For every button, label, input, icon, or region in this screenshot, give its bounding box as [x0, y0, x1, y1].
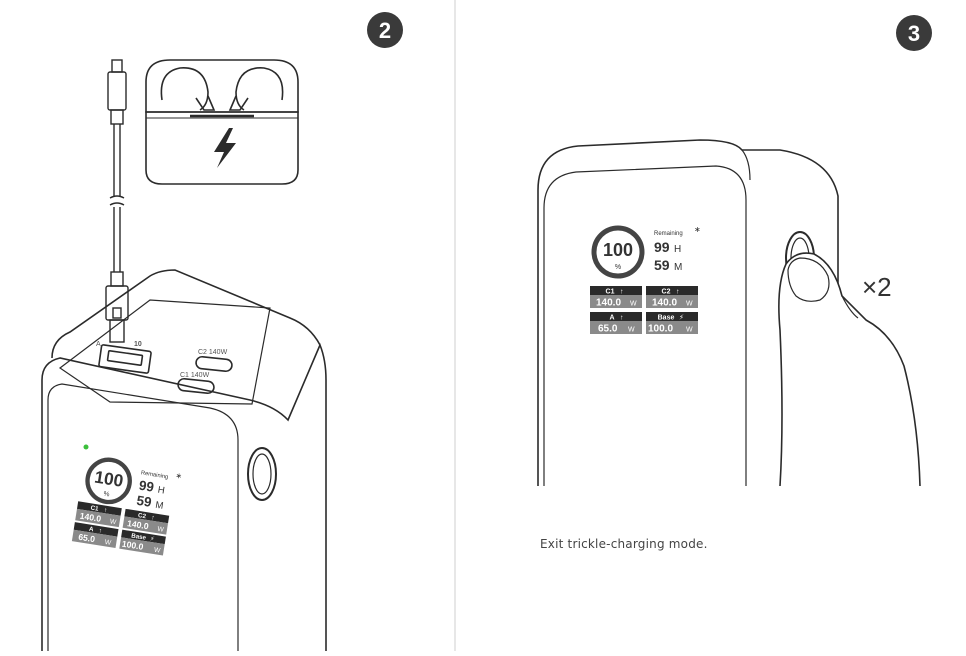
power-bank-step2 [41, 269, 327, 651]
svg-text:C2: C2 [662, 289, 671, 296]
svg-text:100.0: 100.0 [121, 539, 144, 552]
port-tile-c1: C1 ↑ 140.0 W [75, 501, 122, 528]
svg-text:↑: ↑ [620, 289, 624, 296]
svg-text:Base: Base [658, 315, 675, 322]
svg-text:W: W [153, 547, 161, 555]
svg-text:↑: ↑ [98, 527, 102, 534]
svg-text:C2 140W: C2 140W [198, 349, 228, 356]
press-count-label: ×2 [862, 272, 892, 302]
svg-text:H: H [157, 485, 166, 497]
svg-text:C2: C2 [137, 512, 146, 520]
step-3-panel: 3 ×2 100 % Remaining ∗ 99 H 59 M [537, 15, 932, 487]
port-tile-a: A ↑ 65.0 W [590, 312, 642, 335]
thumb-press [778, 252, 921, 487]
port-tile-c2: C2 ↑ 140.0 W [122, 508, 170, 535]
port-tile-base: Base ⚡ 100.0 W [119, 529, 166, 556]
port-tile-c2: C2 ↑ 140.0 W [646, 286, 698, 309]
svg-text:↑: ↑ [151, 514, 155, 521]
svg-text:65.0: 65.0 [598, 324, 618, 335]
svg-text:W: W [157, 526, 165, 534]
svg-text:M: M [154, 500, 164, 512]
svg-text:100.0: 100.0 [648, 324, 673, 335]
step-3-badge: 3 [896, 15, 932, 51]
svg-text:A: A [88, 526, 94, 534]
svg-text:140.0: 140.0 [652, 298, 677, 309]
svg-text:10: 10 [134, 341, 142, 348]
svg-text:⚡: ⚡ [679, 314, 684, 322]
battery-ring [591, 225, 645, 279]
svg-text:3: 3 [908, 21, 920, 46]
svg-text:100: 100 [603, 240, 633, 260]
svg-text:W: W [686, 327, 693, 334]
svg-text:99: 99 [138, 478, 155, 495]
earbud-case [145, 59, 299, 185]
svg-text:C1 140W: C1 140W [180, 372, 210, 379]
status-led [83, 444, 89, 450]
svg-text:W: W [630, 301, 637, 308]
port-labels-step2: A 10 C2 140W C1 140W [96, 341, 228, 379]
svg-text:W: W [109, 518, 117, 526]
svg-text:H: H [674, 244, 681, 255]
svg-text:A: A [609, 315, 614, 322]
svg-text:Remaining: Remaining [654, 231, 683, 237]
port-tile-a: A ↑ 65.0 W [71, 522, 119, 549]
svg-text:2: 2 [379, 18, 391, 43]
svg-text:59: 59 [136, 493, 153, 510]
svg-text:↑: ↑ [103, 507, 107, 514]
charging-cable [105, 59, 129, 343]
svg-text:59: 59 [654, 257, 670, 273]
display-screen-step2: 100 % Remaining ∗ 99 H 59 M C1 ↑ 140.0 W… [71, 457, 183, 556]
step-3-caption: Exit trickle-charging mode. [540, 537, 708, 551]
svg-text:100: 100 [93, 467, 125, 491]
svg-text:65.0: 65.0 [78, 532, 96, 545]
svg-text:C1: C1 [90, 505, 99, 513]
svg-text:Remaining: Remaining [140, 470, 168, 480]
bluetooth-icon: ∗ [175, 471, 183, 481]
lightning-bolt-icon [214, 128, 236, 168]
svg-text:M: M [674, 262, 682, 273]
port-tile-base: Base ⚡ 100.0 W [646, 312, 698, 335]
svg-text:140.0: 140.0 [126, 518, 149, 531]
svg-text:C1: C1 [606, 289, 615, 296]
svg-text:140.0: 140.0 [596, 298, 621, 309]
svg-text:W: W [104, 539, 112, 547]
svg-text:↑: ↑ [620, 315, 624, 322]
svg-text:140.0: 140.0 [79, 511, 102, 524]
svg-text:99: 99 [654, 239, 670, 255]
battery-ring [85, 457, 132, 505]
svg-text:Base: Base [131, 532, 147, 541]
svg-text:A: A [96, 341, 101, 348]
bluetooth-icon: ∗ [694, 225, 701, 234]
svg-text:W: W [628, 327, 635, 334]
svg-text:W: W [686, 301, 693, 308]
svg-text:%: % [615, 264, 621, 271]
svg-text:%: % [103, 491, 110, 499]
svg-text:⚡: ⚡ [149, 535, 154, 543]
display-screen-step3: 100 % Remaining ∗ 99 H 59 M C1 ↑ 140.0 W… [590, 225, 701, 335]
step-2-badge: 2 [367, 12, 403, 48]
svg-text:↑: ↑ [676, 289, 680, 296]
step-2-panel: 2 [41, 12, 403, 651]
port-tile-c1: C1 ↑ 140.0 W [590, 286, 642, 309]
